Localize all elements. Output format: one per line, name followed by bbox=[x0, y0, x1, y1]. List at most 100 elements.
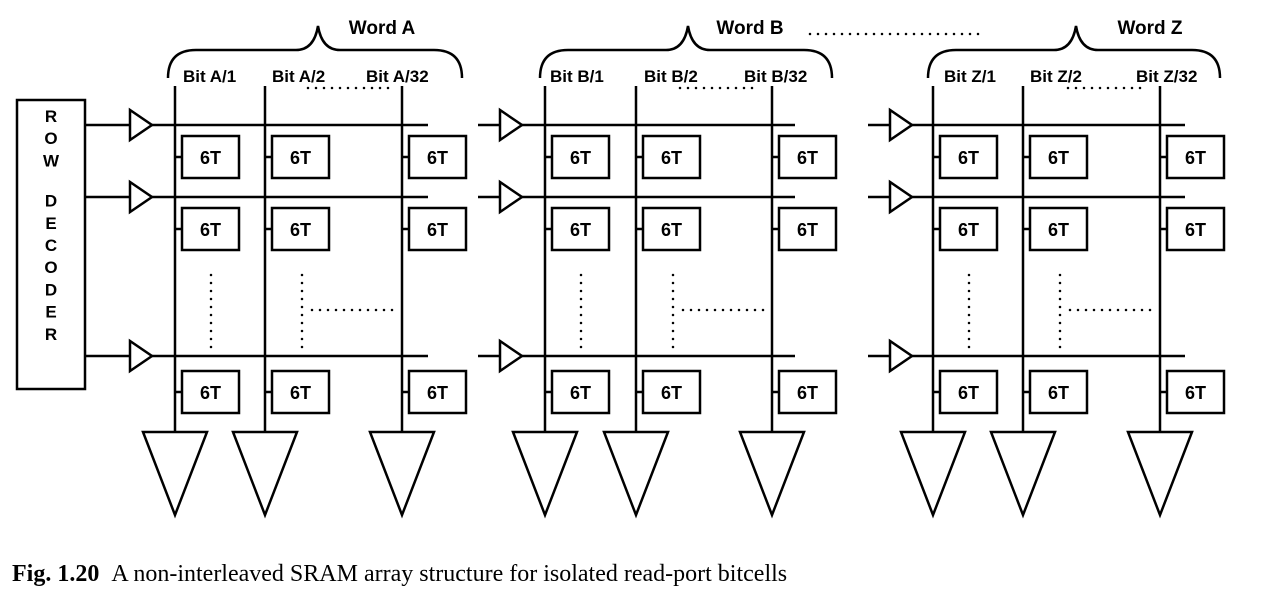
bitcell-6t bbox=[270, 369, 331, 415]
word-label: Word A bbox=[349, 18, 416, 39]
decoder-letter: W bbox=[43, 151, 60, 170]
sense-amplifier bbox=[899, 430, 967, 519]
bitcell-label: 6T bbox=[797, 383, 818, 403]
bit-label: Bit B/1 bbox=[550, 67, 604, 86]
bitcell-6t bbox=[641, 206, 702, 252]
bitcell-label: 6T bbox=[797, 148, 818, 168]
word-group-b: Word B Bit B/1 Bit B/2 Bit B/32 6T 6T 6T 6T 6T 6T… bbox=[478, 18, 838, 519]
bitcell-6t bbox=[550, 369, 611, 415]
bit-label: Bit Z/2 bbox=[1030, 67, 1082, 86]
bitcell-label: 6T bbox=[200, 148, 221, 168]
bitcell-label: 6T bbox=[427, 383, 448, 403]
bitcell-label: 6T bbox=[797, 220, 818, 240]
bitcell-6t bbox=[180, 206, 241, 252]
sense-amplifier bbox=[602, 430, 670, 519]
bitcell-6t bbox=[550, 206, 611, 252]
decoder-letter: D bbox=[45, 280, 57, 299]
bit-label: Bit A/32 bbox=[366, 67, 429, 86]
bitcell-6t bbox=[938, 134, 999, 180]
bitcell-label: 6T bbox=[1048, 383, 1069, 403]
caption-text: A non-interleaved SRAM array structure f… bbox=[111, 561, 788, 587]
decoder-letter: E bbox=[45, 303, 56, 322]
word-brace bbox=[538, 25, 834, 79]
row-decoder-box bbox=[15, 98, 87, 391]
bit-label: Bit A/2 bbox=[272, 67, 325, 86]
decoder-letter: C bbox=[45, 236, 57, 255]
bitcell-6t bbox=[550, 134, 611, 180]
bitcell-6t bbox=[1028, 134, 1089, 180]
bit-label: Bit Z/32 bbox=[1136, 67, 1197, 86]
bitcell-label: 6T bbox=[1185, 383, 1206, 403]
word-brace bbox=[926, 25, 1222, 79]
bitcell-label: 6T bbox=[290, 383, 311, 403]
sense-amplifier bbox=[511, 430, 579, 519]
bitcell-label: 6T bbox=[661, 148, 682, 168]
bitcell-6t bbox=[1165, 134, 1226, 180]
word-brace bbox=[166, 25, 464, 79]
bitcell-label: 6T bbox=[958, 383, 979, 403]
bitcell-6t bbox=[641, 134, 702, 180]
row-driver-buffer bbox=[498, 338, 525, 374]
sense-amplifier bbox=[368, 430, 436, 519]
sense-amplifier bbox=[1126, 430, 1194, 519]
row-driver-buffer bbox=[128, 107, 155, 143]
sense-amplifier bbox=[738, 430, 806, 519]
bit-label: Bit B/2 bbox=[644, 67, 698, 86]
row-driver-buffer bbox=[498, 179, 525, 215]
bitcell-label: 6T bbox=[958, 220, 979, 240]
bit-label: Bit Z/1 bbox=[944, 67, 996, 86]
word-group-a: Word A Bit A/1 Bit A/2 Bit A/32 6T 6T 6T 6T 6T 6T… bbox=[128, 18, 468, 519]
row-driver-buffer bbox=[888, 338, 915, 374]
bitcell-label: 6T bbox=[570, 148, 591, 168]
word-label: Word B bbox=[716, 18, 783, 39]
bitcell-6t bbox=[407, 134, 468, 180]
bitcell-6t bbox=[1028, 369, 1089, 415]
bitcell-label: 6T bbox=[958, 148, 979, 168]
bitcell-6t bbox=[938, 369, 999, 415]
bitcell-6t bbox=[407, 369, 468, 415]
bitcell-6t bbox=[407, 206, 468, 252]
bitcell-label: 6T bbox=[290, 220, 311, 240]
decoder-letter: O bbox=[44, 258, 57, 277]
bit-label: Bit B/32 bbox=[744, 67, 807, 86]
bitcell-label: 6T bbox=[200, 383, 221, 403]
bitcell-label: 6T bbox=[570, 220, 591, 240]
row-driver-buffer bbox=[888, 179, 915, 215]
bitcell-6t bbox=[270, 134, 331, 180]
decoder-letter: R bbox=[45, 325, 57, 344]
row-driver-buffer bbox=[128, 338, 155, 374]
sense-amplifier bbox=[141, 430, 209, 519]
decoder-letter: O bbox=[44, 129, 57, 148]
bit-label: Bit A/1 bbox=[183, 67, 236, 86]
row-driver-buffer bbox=[888, 107, 915, 143]
bitcell-label: 6T bbox=[200, 220, 221, 240]
decoder-letter: D bbox=[45, 192, 57, 211]
decoder-output-wires bbox=[85, 123, 130, 358]
bitcell-label: 6T bbox=[1185, 220, 1206, 240]
bitcell-6t bbox=[641, 369, 702, 415]
row-driver-buffer bbox=[498, 107, 525, 143]
bitcell-6t bbox=[938, 206, 999, 252]
sense-amplifier bbox=[989, 430, 1057, 519]
bitcell-label: 6T bbox=[1048, 148, 1069, 168]
sense-amplifier bbox=[231, 430, 299, 519]
bitcell-6t bbox=[180, 369, 241, 415]
word-group-z: Word Z Bit Z/1 Bit Z/2 Bit Z/32 6T 6T 6T 6T 6T 6T… bbox=[868, 18, 1226, 519]
bitcell-label: 6T bbox=[570, 383, 591, 403]
bitcell-6t bbox=[777, 134, 838, 180]
bitcell-label: 6T bbox=[427, 148, 448, 168]
decoder-letter: R bbox=[45, 107, 57, 126]
bitcell-label: 6T bbox=[1185, 148, 1206, 168]
bitcell-6t bbox=[1165, 369, 1226, 415]
bitcell-6t bbox=[270, 206, 331, 252]
bitcell-6t bbox=[1028, 206, 1089, 252]
row-driver-buffer bbox=[128, 179, 155, 215]
bitcell-6t bbox=[1165, 206, 1226, 252]
bitcell-6t bbox=[180, 134, 241, 180]
word-label: Word Z bbox=[1117, 18, 1182, 39]
bitcell-label: 6T bbox=[661, 220, 682, 240]
bitcell-6t bbox=[777, 206, 838, 252]
